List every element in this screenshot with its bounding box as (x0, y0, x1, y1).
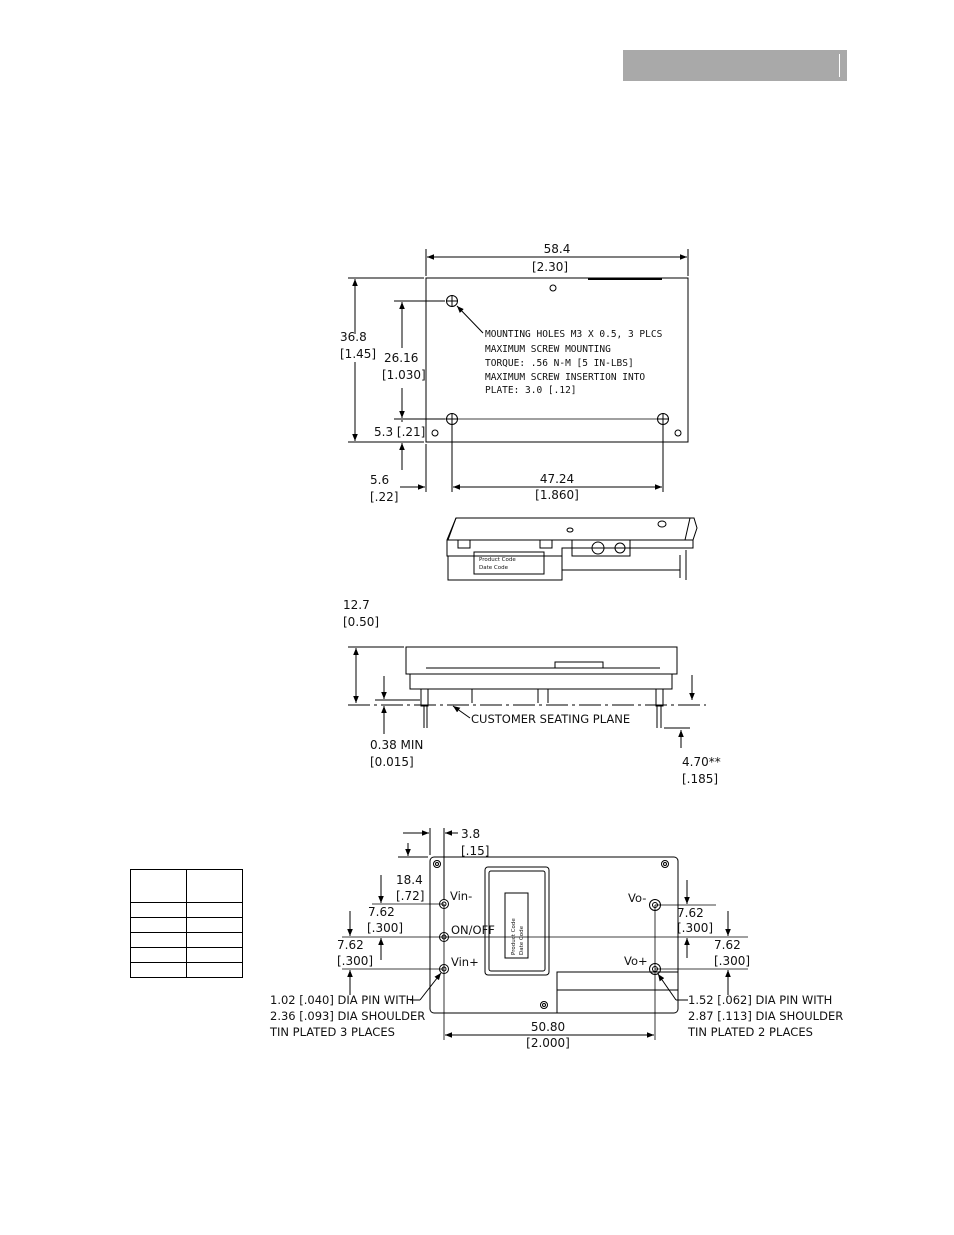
hole-left-in: [.22] (370, 490, 398, 504)
callout-line: 1.52 [.062] DIA PIN WITH (688, 993, 832, 1007)
callout-line: 2.87 [.113] DIA SHOULDER (688, 1009, 843, 1023)
hole-left-mm: 5.6 (370, 473, 389, 487)
bottom-pitch-right2-mm: 7.62 (714, 938, 741, 952)
table-row (130, 947, 243, 963)
pin-label-on-off: ON/OFF (451, 923, 495, 937)
bottom-pitch-right1-mm: 7.62 (677, 906, 704, 920)
right-pin-callout: 1.52 [.062] DIA PIN WITH 2.87 [.113] DIA… (687, 993, 843, 1039)
side-pin-mm: 4.70** (682, 755, 721, 769)
iso-label-product-code: Product Code (479, 557, 516, 563)
bottom-top-in: [.72] (396, 889, 424, 903)
top-width-mm: 58.4 (544, 242, 571, 256)
callout-line: TIN PLATED 2 PLACES (687, 1025, 813, 1039)
iso-label-date-code: Date Code (479, 565, 509, 571)
top-height-mm: 36.8 (340, 330, 367, 344)
note-line: MAXIMUM SCREW INSERTION INTO (485, 372, 645, 383)
top-width-in: [2.30] (532, 260, 568, 274)
pin-label-vo-plus: Vo+ (624, 954, 648, 968)
pin-table (130, 869, 243, 978)
table-row (130, 932, 243, 948)
bottom-pitch-left2-in: [.300] (337, 954, 373, 968)
left-pin-callout: 1.02 [.040] DIA PIN WITH 2.36 [.093] DIA… (269, 993, 425, 1039)
bottom-span-mm: 50.80 (531, 1020, 565, 1034)
header-divider (839, 54, 840, 77)
top-view (348, 249, 689, 492)
bottom-pitch-right1-in: [.300] (677, 921, 713, 935)
note-line: MAXIMUM SCREW MOUNTING (485, 344, 611, 355)
top-view-outline (425, 277, 689, 443)
callout-line: 1.02 [.040] DIA PIN WITH (270, 993, 414, 1007)
pin-label-vo-minus: Vo- (628, 891, 646, 905)
seating-plane-label: CUSTOMER SEATING PLANE (471, 712, 630, 726)
bottom-label-product-code: Product Code (511, 918, 517, 955)
bottom-pitch-left1-in: [.300] (367, 921, 403, 935)
bottom-product-label (504, 892, 529, 959)
side-view (348, 646, 706, 748)
side-pin-in: [.185] (682, 772, 718, 786)
side-min-in: [0.015] (370, 755, 414, 769)
bottom-span-in: [2.000] (526, 1036, 570, 1050)
pin-label-vin-plus: Vin+ (451, 955, 479, 969)
pin-table-header (130, 869, 243, 903)
hole-vertical-in: [1.030] (382, 368, 426, 382)
bottom-view (342, 828, 748, 1040)
table-row (130, 962, 243, 978)
top-height-in: [1.45] (340, 347, 376, 361)
bottom-pitch-left2-mm: 7.62 (337, 938, 364, 952)
side-view-plate (405, 646, 678, 675)
hole-span-in: [1.860] (535, 488, 579, 502)
callout-line: TIN PLATED 3 PLACES (269, 1025, 395, 1039)
bottom-top-mm: 18.4 (396, 873, 423, 887)
callout-line: 2.36 [.093] DIA SHOULDER (270, 1009, 425, 1023)
bottom-pitch-left1-mm: 7.62 (368, 905, 395, 919)
hole-vertical-mm: 26.16 (384, 351, 418, 365)
mounting-notes: MOUNTING HOLES M3 X 0.5, 3 PLCS MAXIMUM … (485, 329, 663, 396)
hole-span-mm: 47.24 (540, 472, 574, 486)
hole-edge-dim: 5.3 [.21] (374, 425, 425, 439)
mounting-hole-top-left (446, 295, 458, 307)
note-line: TORQUE: .56 N-M [5 IN-LBS] (485, 358, 634, 369)
side-min-mm: 0.38 MIN (370, 738, 423, 752)
note-line: MOUNTING HOLES M3 X 0.5, 3 PLCS (485, 329, 663, 340)
bottom-edge-mm: 3.8 (461, 827, 480, 841)
pin-label-vin-minus: Vin- (450, 889, 472, 903)
bottom-pitch-right2-in: [.300] (714, 954, 750, 968)
iso-product-label (473, 551, 545, 575)
bottom-edge-in: [.15] (461, 844, 489, 858)
note-line: PLATE: 3.0 [.12] (485, 385, 577, 396)
bottom-view-outline (429, 856, 679, 1014)
side-height-in: [0.50] (343, 615, 379, 629)
iso-view (446, 517, 698, 581)
header-bar (623, 50, 847, 81)
bottom-label-date-code: Date Code (519, 925, 525, 955)
table-row (130, 902, 243, 918)
table-row (130, 917, 243, 933)
side-height-mm: 12.7 (343, 598, 370, 612)
